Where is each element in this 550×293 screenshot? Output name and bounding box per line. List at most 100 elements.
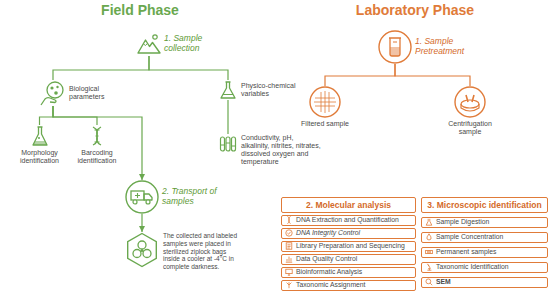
connector [227,100,228,134]
icon-part [314,91,336,113]
icon-part [466,95,474,102]
process-box: Bioinformatic Analysis [281,267,416,278]
section-title: 3. Microscopic identification [427,200,541,210]
biohazard-icon [124,232,160,268]
biology-icon [40,80,66,106]
icon-part [286,243,292,249]
step-node: 1. Sample collection [137,32,222,56]
icon-part [393,42,397,43]
sample-node: Centrifugation sample [440,86,500,136]
variables-node: Conductivity, pH, alkalinity, nitrites, … [218,134,321,166]
icon-part [310,87,340,117]
icon-part [286,269,292,275]
icon-part [428,251,430,253]
small-icon [285,229,293,237]
node-label: DNA Integrity Control [296,229,360,236]
dna-icon [86,125,108,147]
icon-part [133,200,137,204]
icon-part [288,274,290,276]
icon-part [286,230,292,236]
small-icon [425,278,433,286]
connector [395,64,470,86]
icon-part [226,137,230,151]
process-box: Taxonomic Assignment [281,280,416,291]
connector [53,106,97,125]
node-label: Taxonomic Assignment [296,281,366,288]
step-node: 1. Sample Pretreatment [378,30,475,64]
icon-part [287,216,290,223]
icon-part [287,282,292,288]
process-box: Library Preparation and Sequencing [281,241,416,252]
icon-part [286,269,292,273]
node-label: Taxonomic Identification [436,263,509,270]
icon-part [223,94,233,95]
icon-part [232,137,236,151]
small-icon [285,255,293,263]
icon-part [54,91,58,95]
icon-part [126,181,158,213]
icon-part [56,86,58,88]
parameter-node: Physico-chemical variables [218,80,297,100]
process-box: DNA Integrity Control [281,228,416,239]
icon-part [286,230,292,236]
note-node: The collected and labeled samples were p… [124,232,243,271]
icon-part [286,243,292,249]
icon-part [427,234,431,240]
icon-part [286,257,292,263]
flask-icon [29,125,51,147]
phase-heading: Laboratory Phase [315,2,515,19]
icon-part [221,82,235,98]
icon-part [389,38,401,56]
small-icon [285,268,293,276]
mountain-icon [137,32,161,56]
beaker-icon [378,30,412,64]
icon-part [287,232,290,234]
process-box: Sample Digestion [421,217,548,228]
node-label: Data Quality Control [296,255,357,262]
icon-part [221,143,236,146]
icon-part [426,250,433,253]
small-icon [285,281,293,289]
icon-part [140,249,143,252]
node-label: Morphology identification [12,149,67,165]
test-tube-icon [218,134,238,154]
connector [53,106,142,180]
node-label: Filtered sample [300,120,350,128]
icon-part [286,257,292,263]
transport-icon [125,180,159,214]
node-label: DNA Extraction and Quantification [296,216,399,223]
node-label: 1. Sample Pretreatment [415,37,475,57]
icon-part [426,279,432,285]
node-label: The collected and labeled samples were p… [163,232,243,271]
icon-part [135,193,140,198]
icon-part [143,250,151,258]
icon-part [455,87,485,117]
icon-part [287,216,290,223]
small-icon [285,216,293,224]
process-box: Taxonomic Identification [421,262,548,273]
process-box: SEM [421,277,548,288]
section-title: 2. Molecular analysis [306,200,391,210]
icon-part [426,219,432,225]
icon-part [128,234,157,267]
method-node: Morphology identification [12,125,67,165]
connector [40,106,54,125]
small-icon [425,263,433,271]
process-box: Permanent samples [421,247,548,258]
small-icon [425,233,433,241]
icon-part [430,283,432,285]
filter-icon [309,86,341,118]
icon-part [390,47,400,56]
icon-part [138,241,146,249]
node-label: Sample Digestion [436,218,489,225]
parameter-node: Biological parameters [40,80,119,106]
icon-part [47,82,63,98]
connector [141,214,142,232]
icon-part [153,35,157,39]
node-label: 2. Transport of samples [162,187,224,207]
icon-part [379,31,411,63]
process-box: Sample Concentration [421,232,548,243]
icon-part [287,282,292,288]
icon-part [221,137,225,151]
